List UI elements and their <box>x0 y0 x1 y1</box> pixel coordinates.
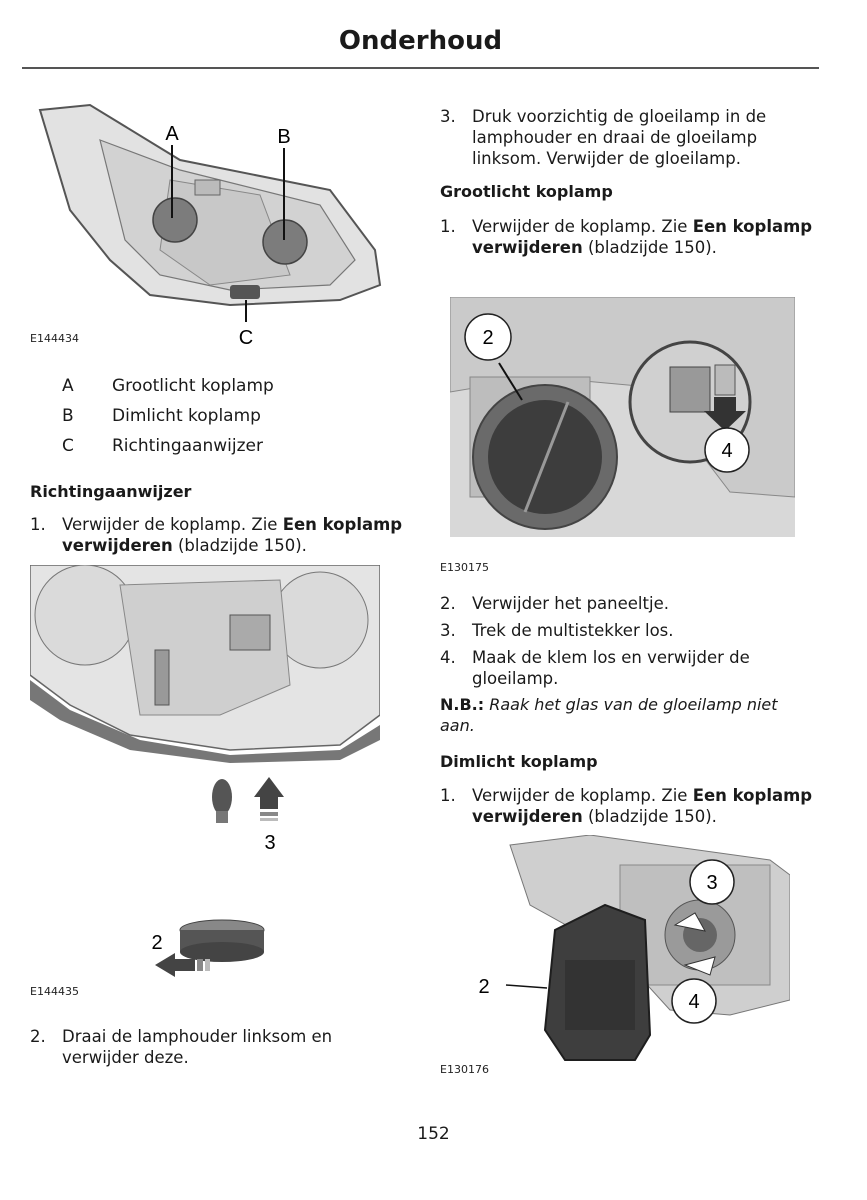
step-number: 2. <box>30 1027 46 1046</box>
instruction-step: 1. Verwijder de koplamp. Zie Een koplamp… <box>440 785 830 829</box>
step-number: 1. <box>440 217 456 236</box>
legend-item: B Dimlicht koplamp <box>62 406 362 428</box>
step-text: Draai de lamphouder linksom en verwijder… <box>62 1027 333 1067</box>
instruction-step: 3. Trek de multistekker los. <box>440 620 830 642</box>
legend-label: Dimlicht koplamp <box>112 406 261 426</box>
callout-2: 2 <box>478 976 489 998</box>
page-title: Onderhoud <box>338 26 503 56</box>
turn-signal-figure: 3 2 <box>30 565 380 995</box>
cross-reference-link[interactable]: Een koplamp verwijderen <box>472 786 813 826</box>
instruction-step: 1. Verwijder de koplamp. Zie Een koplamp… <box>440 216 830 260</box>
callout-3: 3 <box>706 872 717 894</box>
note: N.B.: Raak het glas van de gloeilamp nie… <box>440 694 810 736</box>
callout-2: 2 <box>482 327 493 349</box>
step-text: Verwijder het paneeltje. <box>472 594 669 613</box>
instruction-step: 2. Verwijder het paneeltje. <box>440 593 830 615</box>
note-label: N.B.: <box>440 695 485 714</box>
callout-a: A <box>165 123 179 145</box>
instruction-step: 4. Maak de klem los en verwijder de gloe… <box>440 647 830 691</box>
step-number: 3. <box>440 107 456 126</box>
legend-key: B <box>62 406 74 426</box>
figure-code: E144435 <box>30 985 79 998</box>
page-reference: (bladzijde 150). <box>582 807 717 826</box>
step-text: Druk voorzichtig de gloeilamp in de lamp… <box>472 107 767 168</box>
step-text: Verwijder de koplamp. Zie <box>62 515 283 534</box>
callout-3: 3 <box>264 832 275 854</box>
cross-reference-link[interactable]: Een koplamp verwijderen <box>62 515 403 555</box>
legend-key: A <box>62 376 74 396</box>
page-number: 152 <box>417 1124 450 1144</box>
step-number: 3. <box>440 621 456 640</box>
legend-item: A Grootlicht koplamp <box>62 376 362 398</box>
low-beam-illustration: 2 3 4 <box>478 835 790 1061</box>
low-beam-figure: 2 3 4 <box>470 835 790 1080</box>
instruction-step: 3. Druk voorzichtig de gloeilamp in de l… <box>440 106 830 170</box>
instruction-step: 1. Verwijder de koplamp. Zie Een koplamp… <box>30 514 410 558</box>
figure-code: E144434 <box>30 332 79 345</box>
cross-reference-link[interactable]: Een koplamp verwijderen <box>472 217 813 257</box>
step-text: Maak de klem los en verwijder de gloeila… <box>472 648 750 688</box>
callout-4: 4 <box>721 440 732 462</box>
page-header: Onderhoud <box>22 22 819 69</box>
instruction-step: 2. Draai de lamphouder linksom en verwij… <box>30 1026 410 1070</box>
legend-item: C Richtingaanwijzer <box>62 436 362 458</box>
note-text: Raak het glas van de gloeilamp niet aan. <box>440 695 778 735</box>
section-heading-dimlicht: Dimlicht koplamp <box>440 752 598 771</box>
headlamp-rear-figure: A B C <box>30 100 400 350</box>
legend-key: C <box>62 436 74 456</box>
legend-label: Richtingaanwijzer <box>112 436 263 456</box>
callout-b: B <box>277 126 290 148</box>
turn-signal-illustration: 3 2 <box>30 565 380 977</box>
section-heading-grootlicht: Grootlicht koplamp <box>440 182 613 201</box>
step-text: Verwijder de koplamp. Zie <box>472 786 693 805</box>
step-number: 2. <box>440 594 456 613</box>
page-reference: (bladzijde 150). <box>172 536 307 555</box>
figure-code: E130176 <box>440 1063 489 1076</box>
step-number: 4. <box>440 648 456 667</box>
high-beam-illustration: 2 4 <box>450 297 795 537</box>
section-heading-richtingaanwijzer: Richtingaanwijzer <box>30 482 192 501</box>
figure-code: E130175 <box>440 561 489 574</box>
step-text: Verwijder de koplamp. Zie <box>472 217 693 236</box>
headlamp-rear-illustration: A B C <box>38 103 382 349</box>
step-number: 1. <box>440 786 456 805</box>
page-reference: (bladzijde 150). <box>582 238 717 257</box>
callout-2: 2 <box>151 932 162 954</box>
step-number: 1. <box>30 515 46 534</box>
callout-c: C <box>239 327 253 349</box>
high-beam-figure: 2 4 <box>450 297 795 537</box>
legend-label: Grootlicht koplamp <box>112 376 274 396</box>
callout-4: 4 <box>688 991 699 1013</box>
step-text: Trek de multistekker los. <box>472 621 674 640</box>
